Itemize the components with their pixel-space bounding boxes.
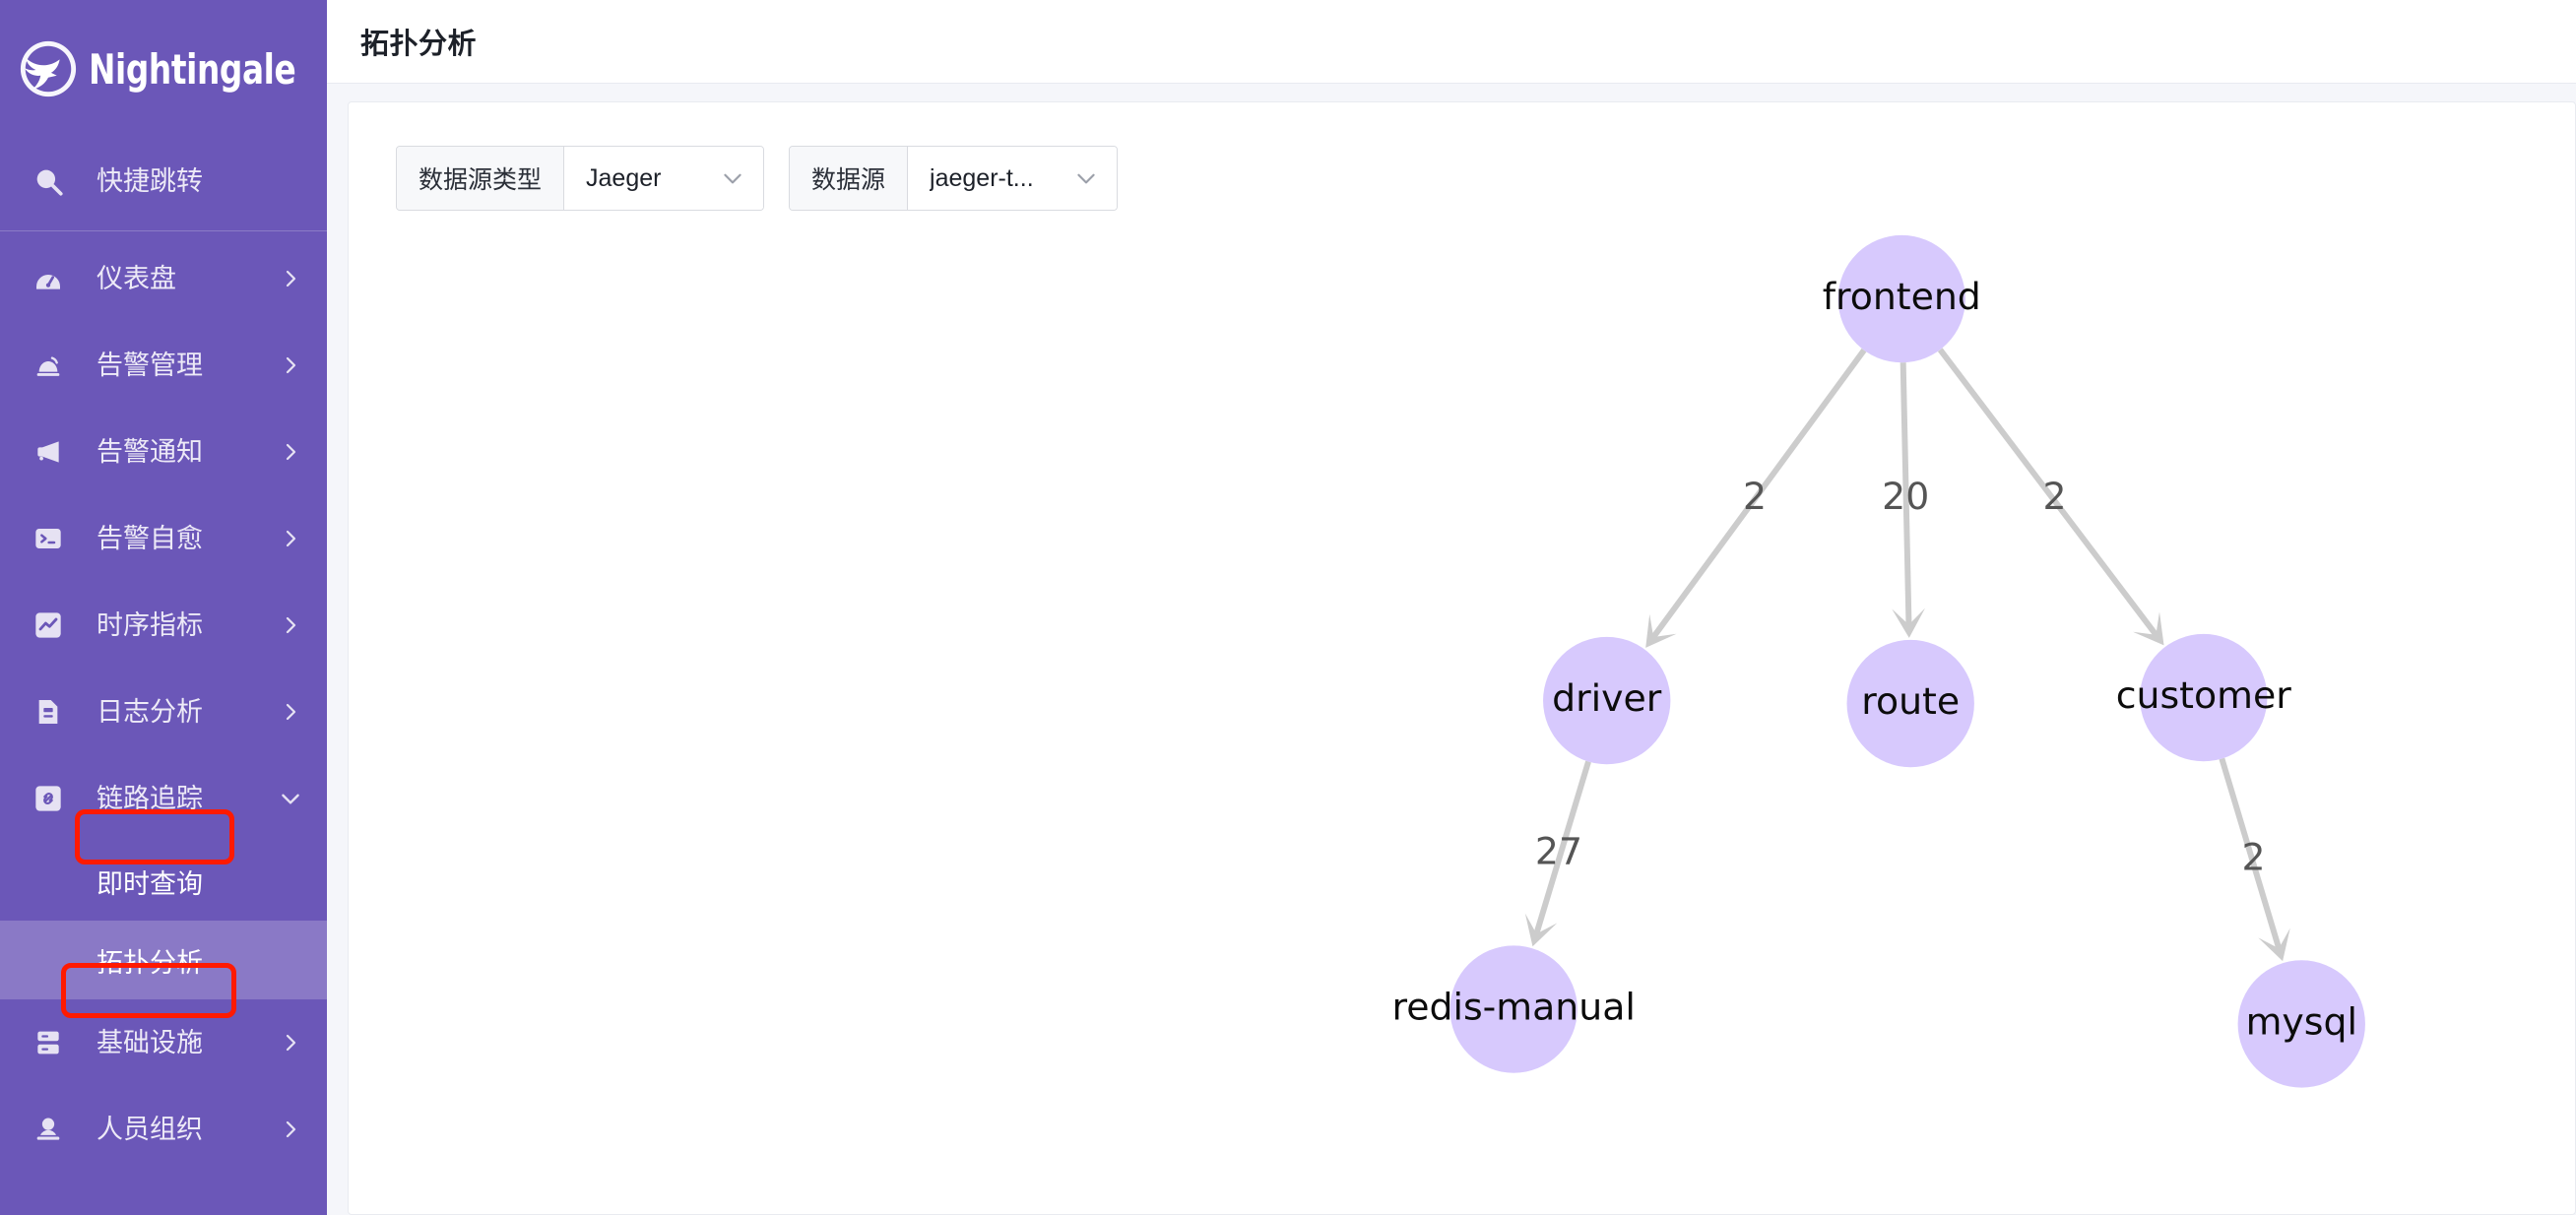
- brand[interactable]: Nightingale: [0, 0, 327, 138]
- page-title: 拓扑分析: [360, 29, 478, 60]
- top-header: 拓扑分析: [327, 0, 2576, 84]
- sidebar-item-label: 仪表盘: [97, 263, 176, 293]
- sidebar-subitem-instant-query[interactable]: 即时查询: [0, 842, 327, 921]
- brand-name: Nightingale: [89, 44, 296, 94]
- server-icon: [30, 1024, 67, 1061]
- sidebar-item-quick-jump[interactable]: 快捷跳转: [0, 138, 327, 224]
- document-icon: [30, 693, 67, 731]
- chevron-right-icon: [278, 439, 303, 465]
- sidebar-divider: [0, 230, 327, 231]
- line-chart-icon: [30, 607, 67, 644]
- chevron-right-icon: [278, 526, 303, 551]
- topology-node[interactable]: redis-manual: [1392, 945, 1636, 1073]
- sidebar-item-alarm-management[interactable]: 告警管理: [0, 322, 327, 409]
- topology-edge: [1524, 760, 1591, 947]
- topology-svg[interactable]: 2 20 2 27 2 frontend driver route customer redis-…: [349, 211, 2575, 1214]
- sidebar-item-label: 快捷跳转: [97, 165, 203, 196]
- topology-node-label: frontend: [1823, 275, 1981, 318]
- sidebar-item-label: 告警自愈: [97, 523, 203, 553]
- sidebar-subitem-label: 即时查询: [97, 868, 203, 899]
- user-icon: [30, 1111, 67, 1148]
- topology-edge: [1645, 348, 1867, 648]
- sidebar-item-log-analysis[interactable]: 日志分析: [0, 669, 327, 755]
- chevron-down-icon: [278, 786, 303, 811]
- chevron-down-icon[interactable]: [720, 165, 745, 191]
- chevron-right-icon: [278, 612, 303, 638]
- sidebar-item-dashboard[interactable]: 仪表盘: [0, 235, 327, 322]
- sidebar-item-label: 时序指标: [97, 609, 203, 640]
- topology-node[interactable]: frontend: [1823, 234, 1981, 363]
- topology-edge-label: 2: [2042, 475, 2066, 518]
- topology-node-label: mysql: [2246, 999, 2357, 1043]
- link-icon: [30, 780, 67, 817]
- topology-graph[interactable]: 2 20 2 27 2 frontend driver route customer redis-…: [349, 211, 2575, 1214]
- topology-edge: [2219, 757, 2290, 962]
- datasource-type-label: 数据源类型: [397, 147, 565, 210]
- topology-node-label: customer: [2116, 673, 2291, 717]
- topology-node-label: driver: [1552, 676, 1662, 720]
- search-icon: [30, 162, 67, 200]
- topology-edge: [1937, 348, 2164, 646]
- sidebar-subitem-topology-analysis[interactable]: 拓扑分析: [0, 921, 327, 999]
- topology-node-label: redis-manual: [1392, 986, 1636, 1029]
- datasource-type-value: Jaeger: [586, 163, 662, 192]
- chevron-down-icon[interactable]: [1073, 165, 1099, 191]
- topology-edge: [1892, 362, 1926, 638]
- sidebar-item-label: 告警管理: [97, 350, 203, 380]
- sidebar-item-label: 基础设施: [97, 1027, 203, 1057]
- datasource-select[interactable]: jaeger-t...: [908, 147, 1118, 210]
- chevron-right-icon: [278, 352, 303, 378]
- chevron-right-icon: [278, 1117, 303, 1142]
- filter-bar: 数据源类型 Jaeger 数据源 jaeger-t...: [349, 102, 2575, 211]
- chevron-right-icon: [278, 1030, 303, 1055]
- content-wrapper: 数据源类型 Jaeger 数据源 jaeger-t...: [327, 84, 2576, 1215]
- chevron-right-icon: [278, 699, 303, 725]
- chevron-right-icon: [278, 266, 303, 291]
- alarm-bell-icon: [30, 347, 67, 384]
- topology-edge-label: 2: [2241, 835, 2265, 878]
- sidebar-item-label: 告警通知: [97, 436, 203, 467]
- topology-node[interactable]: customer: [2116, 633, 2291, 762]
- sidebar-subitem-label: 拓扑分析: [97, 947, 203, 978]
- sidebar-item-organization[interactable]: 人员组织: [0, 1086, 327, 1173]
- sidebar: Nightingale 快捷跳转 仪表盘 告警管理: [0, 0, 327, 1215]
- datasource-label: 数据源: [790, 147, 909, 210]
- terminal-icon: [30, 520, 67, 557]
- sidebar-item-alarm-selfheal[interactable]: 告警自愈: [0, 495, 327, 582]
- sidebar-item-alarm-notification[interactable]: 告警通知: [0, 409, 327, 495]
- datasource-type-field[interactable]: 数据源类型 Jaeger: [396, 146, 765, 211]
- main-area: 拓扑分析 数据源类型 Jaeger 数据源: [327, 0, 2576, 1215]
- topology-node-label: route: [1861, 679, 1960, 723]
- topology-node[interactable]: mysql: [2237, 960, 2365, 1088]
- topology-node[interactable]: driver: [1543, 636, 1671, 765]
- topology-card: 数据源类型 Jaeger 数据源 jaeger-t...: [348, 101, 2576, 1215]
- bird-logo-icon: [18, 38, 79, 99]
- dashboard-icon: [30, 260, 67, 297]
- topology-edge-label: 20: [1882, 475, 1929, 518]
- sidebar-item-trace[interactable]: 链路追踪: [0, 755, 327, 842]
- sidebar-item-metrics[interactable]: 时序指标: [0, 582, 327, 669]
- sidebar-item-label: 人员组织: [97, 1114, 203, 1144]
- datasource-field[interactable]: 数据源 jaeger-t...: [789, 146, 1119, 211]
- datasource-value: jaeger-t...: [930, 163, 1034, 192]
- sidebar-item-label: 链路追踪: [97, 783, 203, 813]
- topology-edge-label: 27: [1535, 829, 1582, 872]
- datasource-type-select[interactable]: Jaeger: [564, 147, 764, 210]
- megaphone-icon: [30, 433, 67, 471]
- sidebar-item-infrastructure[interactable]: 基础设施: [0, 999, 327, 1086]
- topology-edge-label: 2: [1743, 475, 1767, 518]
- topology-node[interactable]: route: [1846, 639, 1974, 768]
- sidebar-item-label: 日志分析: [97, 696, 203, 727]
